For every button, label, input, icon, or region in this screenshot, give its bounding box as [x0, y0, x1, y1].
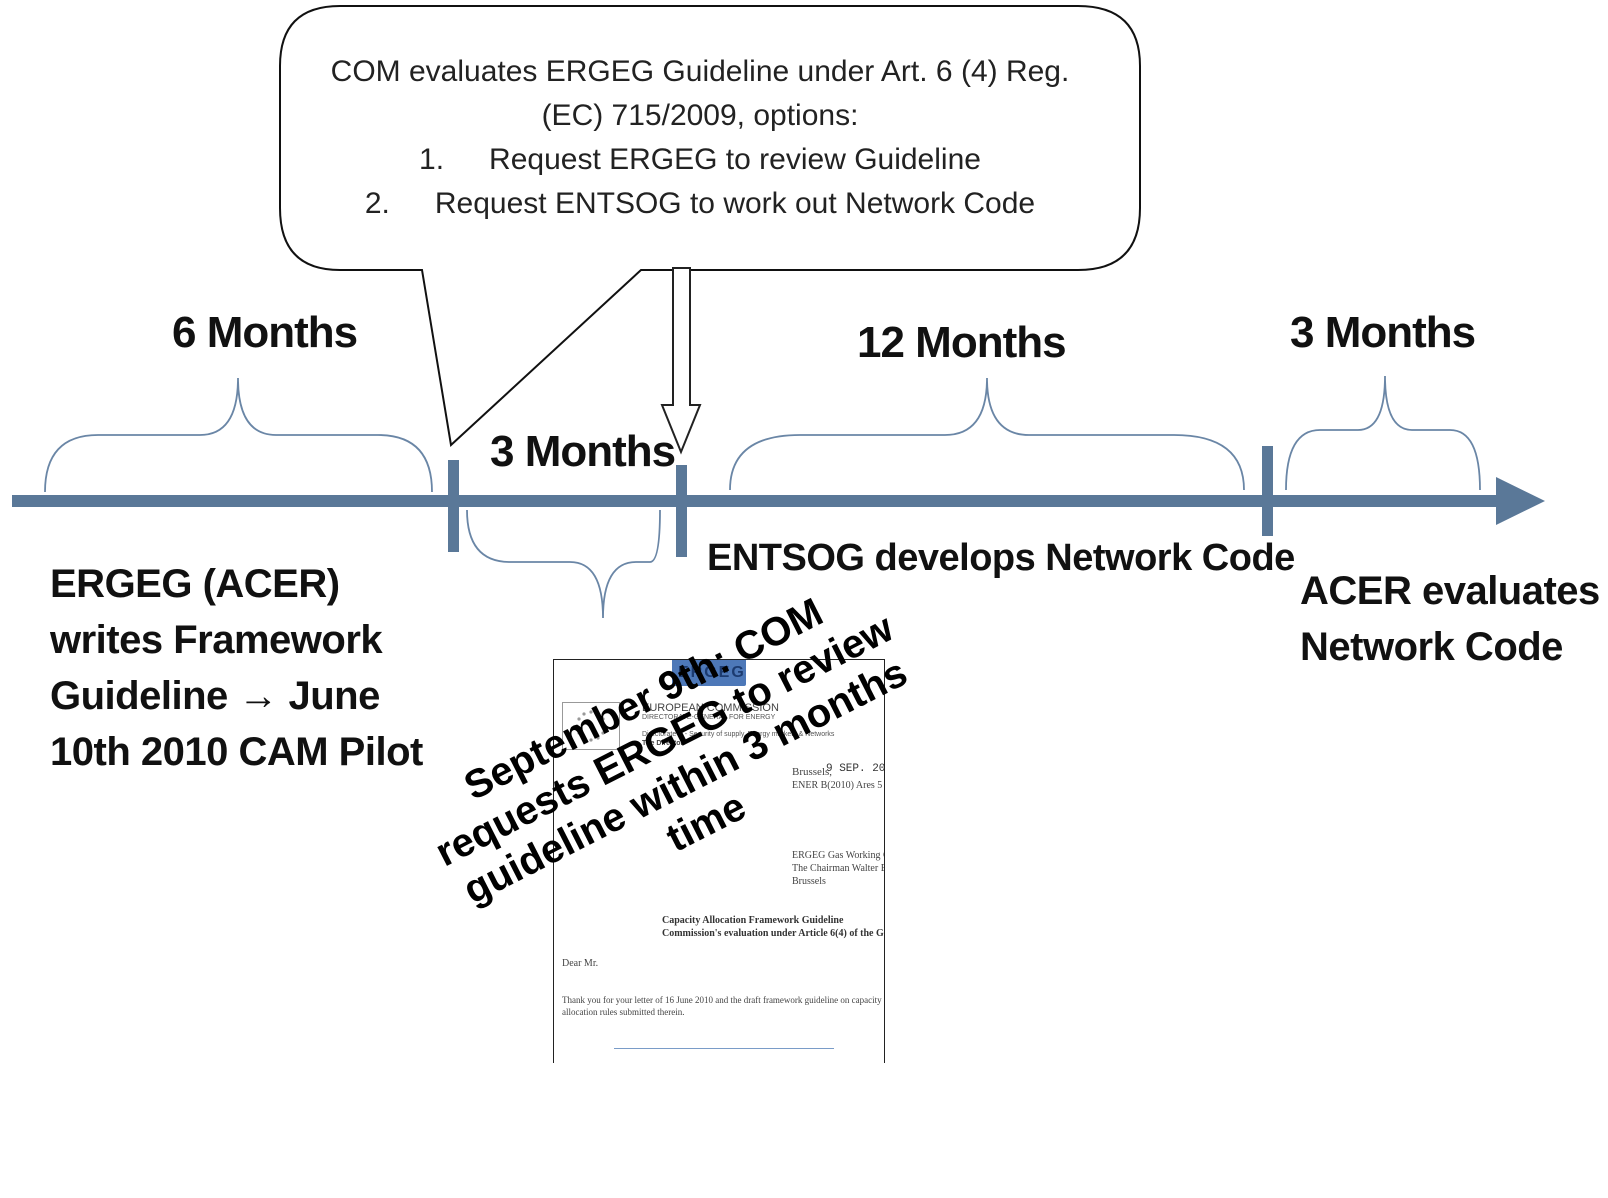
timeline-axis [12, 495, 1512, 507]
letter-director: The Director [642, 740, 684, 747]
letter-ref: ENER B(2010) Ares 5 [792, 780, 883, 791]
option-number: 2. [364, 187, 390, 220]
brace-6-months [44, 377, 433, 493]
letter-place: Brussels, [792, 766, 833, 778]
letter-footer-line [614, 1048, 834, 1049]
description-line: writes Framework [50, 618, 383, 662]
duration-label: 12 Months [857, 318, 1067, 367]
callout-text: COM evaluates ERGEG Guideline under Art.… [300, 50, 1100, 226]
letter-org: EUROPEAN COMMISSION [642, 702, 779, 714]
callout-bubble [279, 5, 1141, 447]
letter-directorate: Directorate B - Security of supply, Ener… [642, 731, 835, 738]
description-line: ERGEG (ACER) [50, 562, 340, 606]
duration-label: 3 Months [1290, 308, 1476, 357]
letter-date-stamp: 9 SEP. 2010 [826, 763, 885, 775]
letter-subject: Capacity Allocation Framework Guideline [662, 915, 844, 926]
letter-salutation: Dear Mr. [562, 958, 599, 969]
down-arrow-icon [660, 267, 702, 455]
callout-line-2: (EC) 715/2009, options: [541, 99, 859, 132]
callout-option-1: 1. Request ERGEG to review Guideline [300, 138, 1100, 182]
letter-subject: Commission's evaluation under Article 6(… [662, 928, 884, 939]
letter-recipient: Brussels [792, 876, 826, 887]
option-number: 1. [419, 143, 445, 176]
eu-flag-icon [562, 702, 620, 750]
milestone-tick [1262, 446, 1273, 536]
description-line: ACER evaluates [1300, 569, 1600, 613]
description-line: 10th 2010 CAM Pilot [50, 730, 423, 774]
brace-3-months-a [466, 509, 661, 619]
entsog-description: ENTSOG develops Network Code [707, 537, 1295, 579]
acer-description: ACER evaluates Network Code [1300, 563, 1600, 675]
letter-body: Thank you for your letter of 16 June 201… [562, 995, 882, 1005]
option-text: Request ENTSOG to work out Network Code [434, 187, 1036, 220]
timeline-diagram [12, 5, 1545, 619]
ergeg-logo: ERGEG [672, 660, 746, 686]
brace-12-months [729, 377, 1245, 491]
brace-3-months-b [1285, 375, 1481, 491]
callout-option-2: 2. Request ENTSOG to work out Network Cod… [300, 182, 1100, 226]
callout-line-1: COM evaluates ERGEG Guideline under Art.… [330, 55, 1070, 88]
letter-dg: DIRECTORATE-GENERAL FOR ENERGY [642, 714, 776, 721]
letter-image: ERGEG EUROPEAN COMMISSION DIRECTORATE-GE… [553, 659, 885, 1063]
timeline-arrowhead [1496, 477, 1545, 525]
description-line: Guideline → June [50, 674, 380, 718]
option-text: Request ERGEG to review Guideline [489, 143, 981, 176]
logo-text: ERGEG [678, 664, 746, 681]
milestone-tick [676, 465, 687, 557]
letter-recipient: The Chairman Walter Boltz [792, 863, 884, 874]
description-line: Network Code [1300, 625, 1563, 669]
duration-label: 3 Months [490, 427, 676, 476]
letter-recipient: ERGEG Gas Working Group [792, 850, 884, 861]
duration-label: 6 Months [172, 308, 358, 357]
letter-body: allocation rules submitted therein. [562, 1007, 685, 1017]
ergeg-description: ERGEG (ACER) writes Framework Guideline … [50, 556, 423, 780]
milestone-tick [448, 460, 459, 552]
